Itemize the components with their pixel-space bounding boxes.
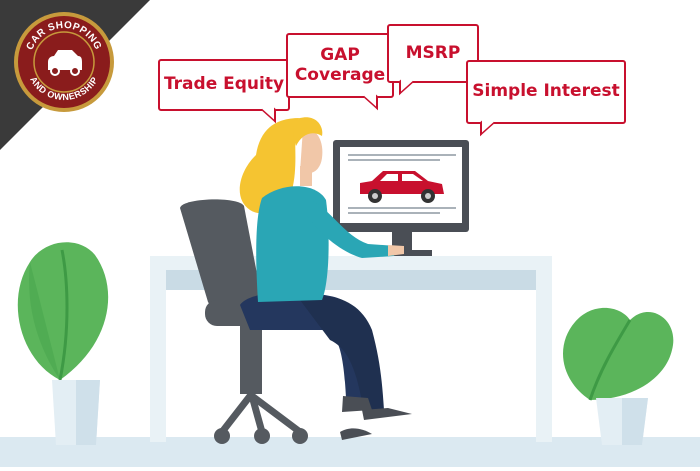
person (239, 117, 412, 440)
right-plant (563, 307, 674, 445)
bubble-msrp: MSRP (387, 24, 479, 83)
car-on-screen (360, 171, 444, 203)
bubble-gap-coverage: GAP Coverage (286, 33, 394, 98)
bubble-trade-equity: Trade Equity (158, 59, 290, 111)
left-plant (17, 242, 109, 445)
car-shopping-badge: CAR SHOPPING AND OWNERSHIP (14, 12, 114, 112)
bubble-simple-interest: Simple Interest (466, 60, 626, 124)
floor (0, 437, 700, 467)
car-icon (48, 50, 82, 76)
